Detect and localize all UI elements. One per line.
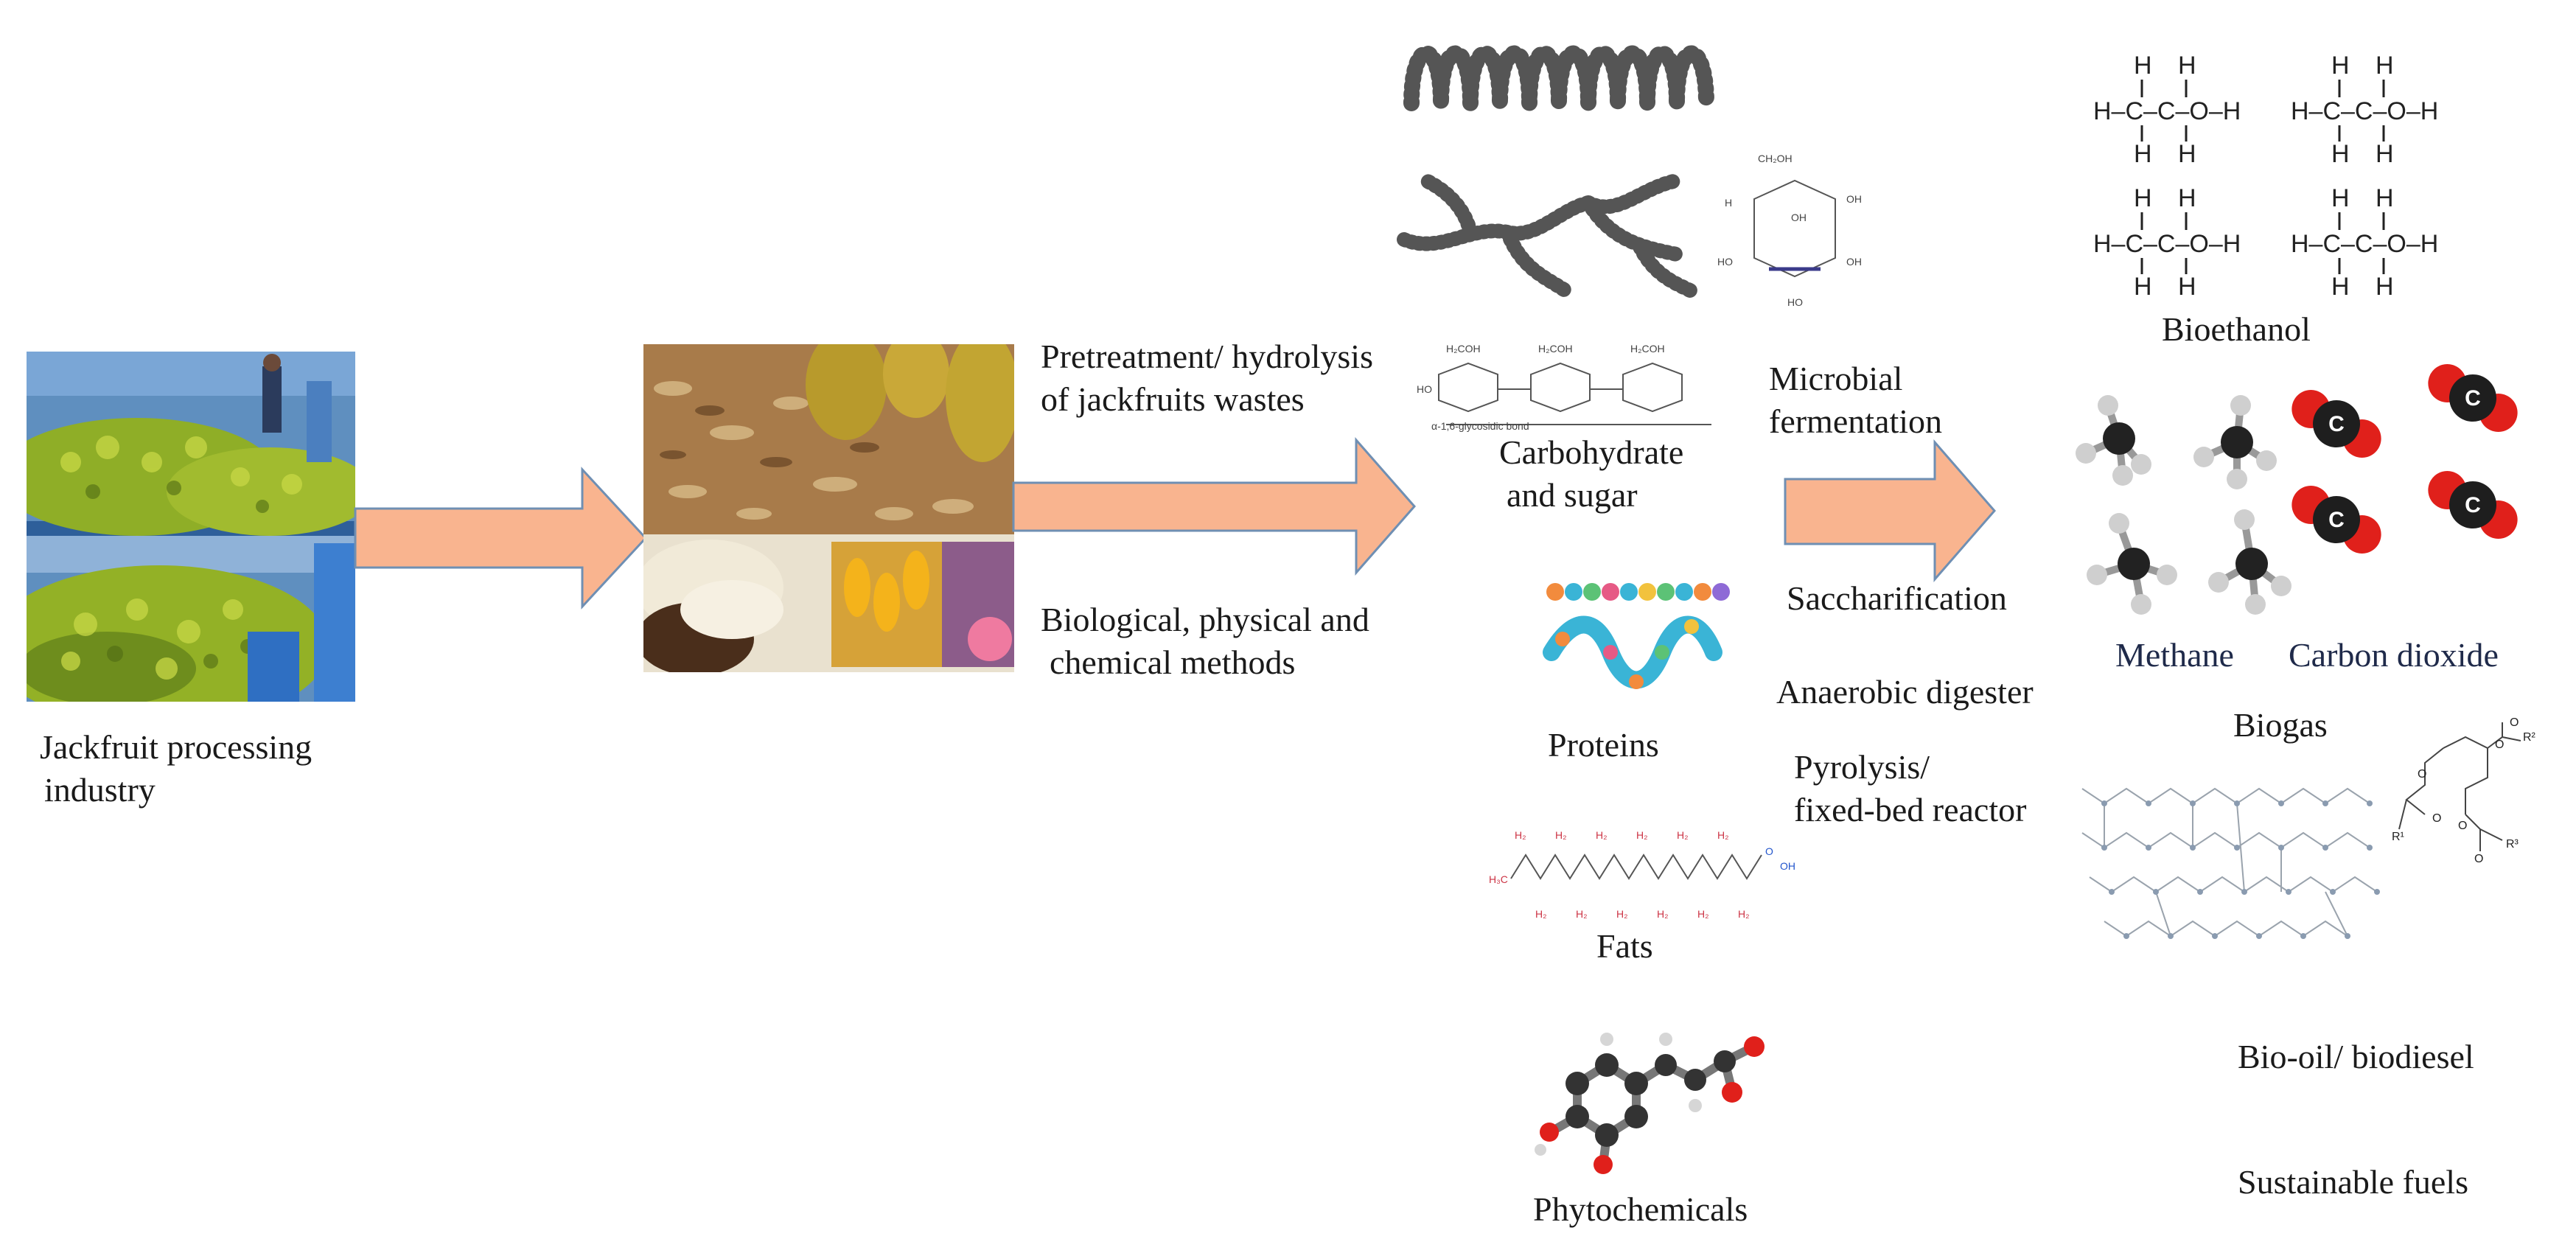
svg-text:H₂: H₂ xyxy=(1535,908,1547,920)
svg-text:H₂COH: H₂COH xyxy=(1538,343,1573,355)
amylopectin-branch-illustration xyxy=(1397,173,1699,299)
svg-text:H: H xyxy=(2134,52,2152,80)
svg-text:O: O xyxy=(2495,739,2504,751)
svg-text:H₂: H₂ xyxy=(1616,908,1628,920)
protein-structure-illustration xyxy=(1543,583,1730,689)
svg-text:H₂COH: H₂COH xyxy=(1630,343,1665,355)
svg-text:H: H xyxy=(2134,184,2152,212)
svg-text:R¹: R¹ xyxy=(2392,831,2404,843)
jackfruit-industry-photo xyxy=(27,352,355,702)
svg-text:R³: R³ xyxy=(2506,838,2519,851)
bioethanol-label: Bioethanol xyxy=(2162,310,2311,348)
svg-text:H₂COH: H₂COH xyxy=(1446,343,1481,355)
svg-text:H₂: H₂ xyxy=(1717,829,1729,841)
svg-text:H–C–C–O–H: H–C–C–O–H xyxy=(2291,97,2438,125)
svg-text:H: H xyxy=(2376,184,2394,212)
biogas-label: Biogas xyxy=(2233,706,2328,744)
svg-text:H: H xyxy=(2376,140,2394,168)
amylose-helix-illustration xyxy=(1403,45,1714,111)
svg-text:OH: OH xyxy=(1780,860,1795,872)
svg-text:H₂: H₂ xyxy=(1738,908,1750,920)
svg-text:H₂: H₂ xyxy=(1657,908,1669,920)
svg-text:OH: OH xyxy=(1791,212,1807,223)
svg-text:H: H xyxy=(2178,52,2196,80)
industry-label: Jackfruit processing industry xyxy=(40,728,313,809)
anaerobic-digester-label: Anaerobic digester xyxy=(1776,673,2034,711)
sustainable-fuels-label: Sustainable fuels xyxy=(2238,1163,2468,1201)
svg-text:H: H xyxy=(2331,273,2350,301)
svg-text:HO: HO xyxy=(1787,296,1803,308)
proteins-label: Proteins xyxy=(1548,726,1659,764)
svg-text:H: H xyxy=(2376,52,2394,80)
carbon-dioxide-label: Carbon dioxide xyxy=(2289,636,2499,674)
svg-text:H: H xyxy=(2178,273,2196,301)
jackfruit-waste-photo xyxy=(643,344,1014,672)
svg-text:H: H xyxy=(2178,184,2196,212)
svg-text:C: C xyxy=(2328,412,2345,436)
flow-arrow-3 xyxy=(1784,439,1996,583)
svg-text:H–C–C–O–H: H–C–C–O–H xyxy=(2291,230,2438,258)
svg-text:H₃C: H₃C xyxy=(1489,873,1508,885)
svg-text:H–C–C–O–H: H–C–C–O–H xyxy=(2093,230,2241,258)
carbon-dioxide-molecules-illustration: C C C C xyxy=(2291,364,2518,554)
biodiesel-molecule-illustration xyxy=(2081,787,2380,939)
svg-text:O: O xyxy=(1765,845,1773,857)
carbohydrate-label: Carbohydrate and sugar xyxy=(1499,433,1684,514)
svg-text:H₂: H₂ xyxy=(1677,829,1689,841)
svg-text:H: H xyxy=(2134,140,2152,168)
svg-text:O: O xyxy=(2432,812,2441,825)
fatty-acid-structure: H₃C H₂ H₂ H₂ H₂ H₂ H₂ H₂ H₂ H₂ H₂ H₂ H₂ O OH xyxy=(1485,826,1809,921)
glycosidic-bond-structure: H₂COH H₂COH H₂COH HO α-1,6-glycosidic bo… xyxy=(1417,343,1711,432)
phytochemicals-label: Phytochemicals xyxy=(1533,1190,1748,1228)
svg-text:OH: OH xyxy=(1846,256,1862,268)
fermentation-label: Microbial fermentation xyxy=(1769,360,1943,440)
svg-text:HO: HO xyxy=(1717,256,1733,268)
svg-text:C: C xyxy=(2465,386,2481,411)
svg-text:C: C xyxy=(2465,493,2481,517)
biooil-label: Bio-oil/ biodiesel xyxy=(2238,1038,2474,1075)
svg-text:C: C xyxy=(2328,508,2345,532)
svg-text:R²: R² xyxy=(2523,731,2536,744)
svg-text:H₂: H₂ xyxy=(1636,829,1648,841)
svg-text:H₂: H₂ xyxy=(1555,829,1567,841)
svg-text:OH: OH xyxy=(1846,193,1862,205)
svg-text:O: O xyxy=(2474,853,2483,865)
svg-text:H–C–C–O–H: H–C–C–O–H xyxy=(2093,97,2241,125)
svg-text:H: H xyxy=(1725,197,1732,209)
fats-label: Fats xyxy=(1596,927,1653,965)
glycosidic-bond-label: α-1,6-glycosidic bond xyxy=(1431,420,1529,432)
flow-arrow-2 xyxy=(1012,437,1416,576)
glucose-ring-structure: CH₂OH OH OH HO HO H OH xyxy=(1703,147,1876,324)
svg-text:CH₂OH: CH₂OH xyxy=(1758,153,1793,164)
svg-text:H₂: H₂ xyxy=(1576,908,1588,920)
methane-label: Methane xyxy=(2115,636,2234,674)
pyrolysis-label: Pyrolysis/ fixed-bed reactor xyxy=(1794,748,2027,828)
svg-text:O: O xyxy=(2418,768,2426,781)
svg-text:H: H xyxy=(2134,273,2152,301)
svg-text:H₂: H₂ xyxy=(1515,829,1526,841)
pretreatment-label: Pretreatment/ hydrolysis of jackfruits w… xyxy=(1041,338,1373,418)
svg-text:H₂: H₂ xyxy=(1697,908,1709,920)
saccharification-label: Saccharification xyxy=(1787,579,2007,617)
methane-molecules-illustration xyxy=(2076,395,2291,615)
svg-text:O: O xyxy=(2458,820,2467,832)
svg-text:HO: HO xyxy=(1417,383,1432,395)
svg-text:H: H xyxy=(2331,52,2350,80)
svg-text:H₂: H₂ xyxy=(1596,829,1608,841)
svg-text:H: H xyxy=(2178,140,2196,168)
phytochemical-molecule-illustration xyxy=(1535,1033,1765,1174)
svg-text:H: H xyxy=(2376,273,2394,301)
svg-text:H: H xyxy=(2331,184,2350,212)
flow-arrow-1 xyxy=(354,467,648,610)
methods-label: Biological, physical and chemical method… xyxy=(1041,601,1369,681)
svg-text:O: O xyxy=(2510,716,2519,729)
svg-text:H: H xyxy=(2331,140,2350,168)
